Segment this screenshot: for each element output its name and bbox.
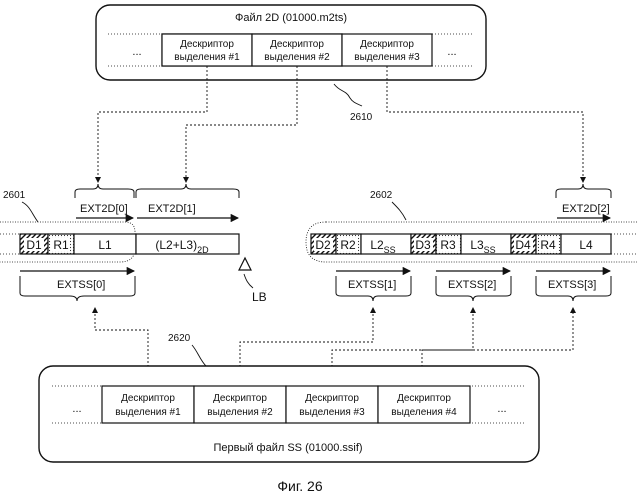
right-block-l4: L4: [579, 238, 593, 252]
file-2d-descriptor-3-line1: Дескриптор: [360, 39, 414, 50]
left-block-r1: R1: [53, 238, 69, 252]
file-2d-descriptor-2-line2: выделения #2: [264, 52, 330, 63]
ref-2601: 2601: [3, 190, 26, 201]
file-2d-descriptor-1-line2: выделения #1: [174, 52, 240, 63]
lb-label: LB: [252, 290, 267, 304]
ref-2610-leader: [334, 84, 362, 106]
left-stream-bar: D1 R1 L1 (L2+L3)2D: [0, 234, 239, 255]
file-2d-box: Файл 2D (01000.m2ts) ... ... Дескриптор …: [96, 5, 486, 80]
file-ss-descriptor-1-line1: Дескриптор: [121, 393, 175, 404]
top-connector-arrowheads: [95, 177, 586, 183]
left-extss-label: EXTSS[0]: [57, 279, 105, 291]
right-block-r2: R2: [340, 238, 356, 252]
file-ss-ellipsis-left: ...: [72, 403, 81, 415]
ref-2602-leader: [392, 202, 406, 220]
file-2d-descriptor-2-line1: Дескриптор: [270, 39, 324, 50]
file-ss-descriptor-3-line1: Дескриптор: [305, 393, 359, 404]
file-2d-title: Файл 2D (01000.m2ts): [235, 12, 347, 24]
right-extss-1: EXTSS[1]: [348, 279, 396, 291]
file-ss-descriptor-4-line1: Дескриптор: [397, 393, 451, 404]
ref-2610: 2610: [350, 112, 373, 123]
right-ext2d-brace: [556, 184, 611, 198]
left-block-l1: L1: [98, 238, 112, 252]
right-block-r3: R3: [440, 238, 456, 252]
ref-2601-leader: [22, 202, 38, 222]
figure-caption: Фиг. 26: [277, 478, 322, 494]
file-ss-descriptor-3-line2: выделения #3: [299, 407, 365, 418]
file-ss-title: Первый файл SS (01000.ssif): [213, 442, 362, 454]
left-block-d1: D1: [26, 238, 42, 252]
right-block-d4: D4: [515, 238, 531, 252]
right-block-d3: D3: [415, 238, 431, 252]
lb-triangle-icon: [239, 258, 251, 270]
file-2d-descriptor-3-line2: выделения #3: [354, 52, 420, 63]
left-ext2d-0: EXT2D[0]: [80, 203, 128, 215]
file-ss-descriptor-1-line2: выделения #1: [115, 407, 181, 418]
bottom-connector-arrowheads: [92, 307, 576, 313]
file-ss-descriptor-2-line2: выделения #2: [207, 407, 273, 418]
top-connectors: [98, 66, 583, 180]
file-2d-ellipsis-right: ...: [447, 46, 456, 58]
file-ss-ellipsis-right: ...: [497, 403, 506, 415]
right-extss-3: EXTSS[3]: [548, 279, 596, 291]
file-ss-descriptor-4-line2: выделения #4: [391, 407, 457, 418]
right-ext2d-2: EXT2D[2]: [562, 203, 610, 215]
file-ss-box: ... ... Дескриптор выделения #1 Дескрипт…: [39, 366, 539, 462]
right-extss-2: EXTSS[2]: [448, 279, 496, 291]
file-2d-descriptor-1-line1: Дескриптор: [180, 39, 234, 50]
file-2d-ellipsis-left: ...: [132, 46, 141, 58]
right-stream-bar: D2 R2 L2SS D3 R3 L3SS D4 R4 L4: [311, 234, 637, 255]
left-ext2d-1: EXT2D[1]: [148, 203, 196, 215]
left-ext2d-braces: [75, 184, 239, 198]
ref-2620-leader: [192, 345, 206, 366]
right-block-r4: R4: [540, 238, 556, 252]
ref-2602: 2602: [370, 190, 393, 201]
right-block-d2: D2: [315, 238, 331, 252]
lb-leader: [244, 274, 253, 288]
ref-2620: 2620: [168, 333, 191, 344]
file-ss-descriptor-2-line1: Дескриптор: [213, 393, 267, 404]
